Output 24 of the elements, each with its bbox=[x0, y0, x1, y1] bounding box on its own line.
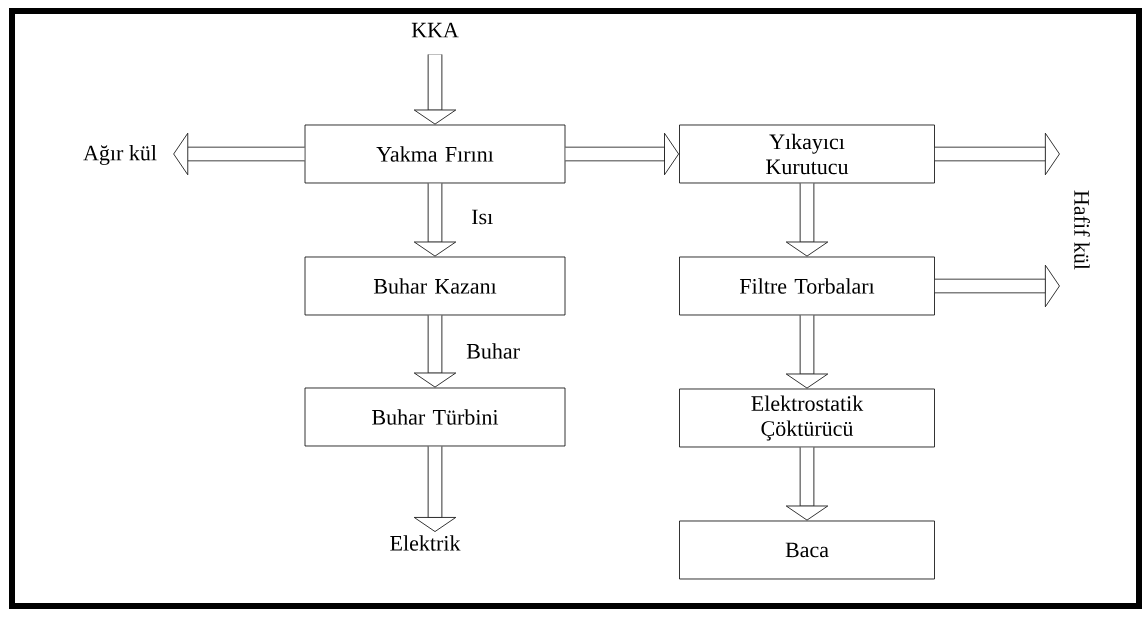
block-arrow bbox=[565, 132, 679, 176]
block-arrow bbox=[785, 447, 829, 521]
block-arrow bbox=[413, 446, 457, 532]
edge-label: Buhar bbox=[465, 342, 521, 360]
process-box: Filtre Torbaları bbox=[679, 256, 935, 316]
process-box: Yakma Fırını bbox=[304, 124, 566, 184]
block-arrow bbox=[413, 315, 457, 388]
block-arrow bbox=[173, 132, 305, 176]
edge-label: Isı bbox=[470, 208, 495, 226]
block-arrow bbox=[934, 132, 1060, 176]
process-box: Yıkayıcı Kurutucu bbox=[679, 124, 935, 184]
flow-label: Ağır kül bbox=[83, 145, 157, 165]
block-arrow bbox=[413, 54, 457, 125]
process-box: Baca bbox=[679, 520, 935, 580]
output-label: Hafif kül bbox=[1074, 190, 1090, 270]
process-box: Elektrostatik Çöktürücü bbox=[679, 388, 935, 448]
block-arrow bbox=[934, 264, 1060, 308]
flow-label: KKA bbox=[411, 22, 459, 38]
process-box: Buhar Türbini bbox=[304, 387, 566, 447]
block-arrow bbox=[785, 183, 829, 257]
block-arrow bbox=[785, 315, 829, 389]
block-arrow bbox=[413, 183, 457, 257]
process-box: Buhar Kazanı bbox=[304, 256, 566, 316]
flow-label: Elektrik bbox=[390, 535, 461, 551]
